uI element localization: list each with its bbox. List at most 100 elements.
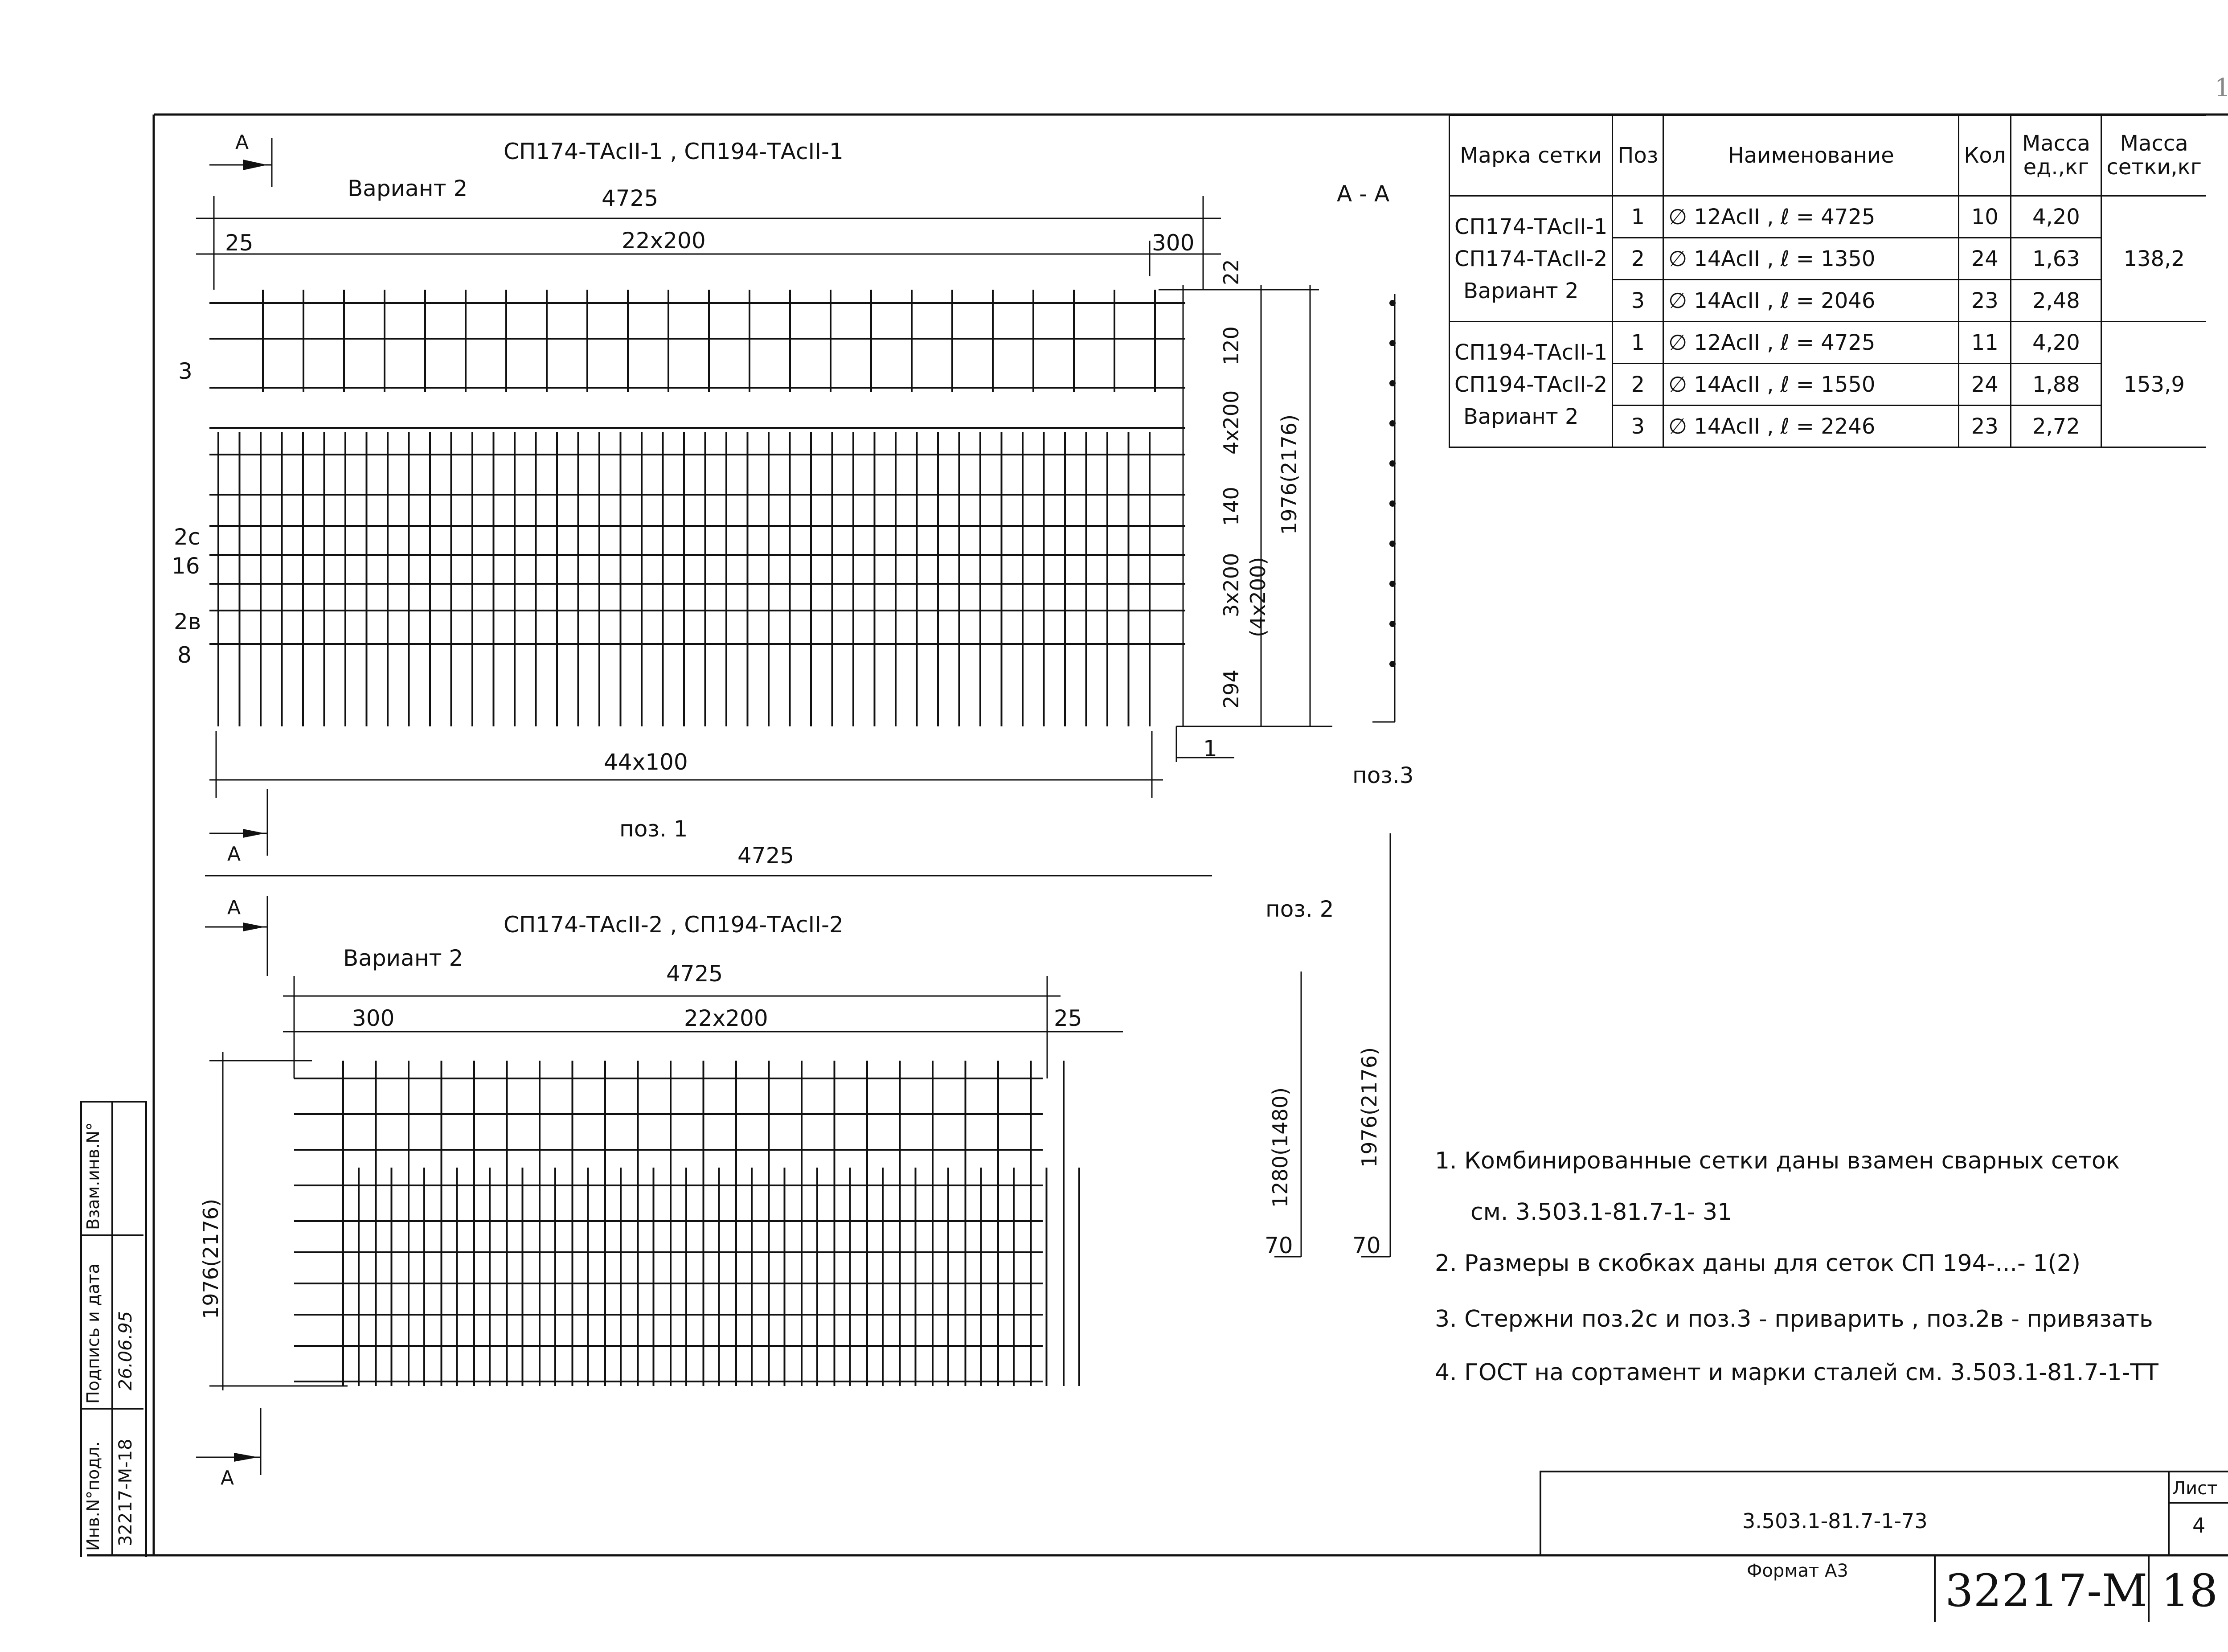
pos2-bar-b-length: 1976(2176) bbox=[1357, 1047, 1381, 1168]
mark-text: СП194-ТАсII-2 bbox=[1454, 372, 1608, 397]
section-bar-dot bbox=[1389, 420, 1396, 426]
mesh2-dim-mid: 22x200 bbox=[684, 1005, 768, 1031]
group2-marks: СП194-ТАсII-1 СП194-ТАсII-2 Вариант 2 bbox=[1448, 321, 1614, 448]
cell-pos: 1 bbox=[1612, 195, 1664, 238]
cell-mass: 2,48 bbox=[2010, 279, 2102, 322]
col-header-mass-unit: Масса ед.,кг bbox=[2010, 115, 2102, 197]
section-bar-dot bbox=[1389, 460, 1396, 467]
cell-qty: 23 bbox=[1958, 405, 2012, 448]
side-stamp-row2 bbox=[80, 1408, 143, 1410]
cell-name: ∅ 14АсII , ℓ = 1550 bbox=[1663, 363, 1960, 406]
cell-qty: 10 bbox=[1958, 195, 2012, 238]
col-header-name: Наименование bbox=[1663, 115, 1960, 197]
mark-text: Вариант 2 bbox=[1463, 404, 1579, 429]
mesh1-pos-label-16: 16 bbox=[172, 553, 200, 579]
mesh2-dim-total: 4725 bbox=[666, 961, 723, 987]
section-marker-a-top: A bbox=[235, 131, 249, 154]
note-2: 2. Размеры в скобках даны для сеток СП 1… bbox=[1435, 1250, 2081, 1277]
pos1-label: поз. 1 bbox=[619, 816, 688, 842]
section-bar-dot bbox=[1389, 380, 1396, 386]
col-header-pos: Поз bbox=[1612, 115, 1664, 197]
pos1-length: 4725 bbox=[737, 843, 795, 869]
mesh2-dim-right: 25 bbox=[1054, 1005, 1082, 1031]
mark-text: Вариант 2 bbox=[1463, 278, 1579, 303]
section-marker-a-bottom: A bbox=[227, 843, 241, 865]
col-header-mass-total: Масса сетки,кг bbox=[2101, 115, 2206, 197]
mesh1-dim-22: 22 bbox=[1219, 259, 1243, 285]
cell-pos: 1 bbox=[1612, 321, 1664, 364]
note-4: 4. ГОСТ на сортамент и марки сталей см. … bbox=[1435, 1359, 2158, 1386]
cell-mass: 2,72 bbox=[2010, 405, 2102, 448]
mesh1-dim-4x200-alt: (4x200) bbox=[1246, 557, 1270, 637]
cell-total: 138,2 bbox=[2101, 195, 2206, 322]
mesh1-dim-total: 4725 bbox=[602, 185, 659, 211]
mesh2-dim-left: 300 bbox=[352, 1005, 395, 1031]
cell-total: 153,9 bbox=[2101, 321, 2206, 448]
view-label-a-a: A - A bbox=[1337, 181, 1390, 207]
table-row: 2 ∅ 14АсII , ℓ = 1550 24 1,88 bbox=[1450, 363, 2206, 406]
section-bar-dot bbox=[1389, 340, 1396, 346]
mesh1-dim-140: 140 bbox=[1219, 487, 1243, 526]
pos2-label: поз. 2 bbox=[1266, 896, 1334, 922]
mesh1-dim-right: 300 bbox=[1152, 230, 1195, 256]
mark-text: СП174-ТАсII-1 bbox=[1454, 214, 1608, 239]
mesh1-dim-120: 120 bbox=[1219, 326, 1243, 365]
mesh2-dim-height: 1976(2176) bbox=[199, 1198, 223, 1319]
mesh1-dim-3x200: 3x200 bbox=[1219, 553, 1243, 617]
pos3-label: поз.3 bbox=[1352, 762, 1414, 788]
cell-name: ∅ 14АсII , ℓ = 2246 bbox=[1663, 405, 1960, 448]
sheet-frame bbox=[87, 113, 2228, 1557]
mark-text: СП174-ТАсII-2 bbox=[1454, 246, 1608, 271]
side-stamp-replace-label: Взам.инв.N° bbox=[83, 1122, 103, 1230]
section-bar-dot bbox=[1389, 581, 1396, 587]
side-stamp-sign-label: Подпись и дата bbox=[83, 1263, 103, 1404]
dimension-lines bbox=[196, 138, 1396, 1475]
mesh1-pos-label-3: 3 bbox=[178, 358, 192, 384]
mesh2-grid bbox=[294, 1061, 1080, 1386]
side-stamp-inv-label: Инв.N°подл. bbox=[83, 1441, 103, 1551]
cell-pos: 3 bbox=[1612, 405, 1664, 448]
format-label: Формат А3 bbox=[1747, 1561, 1848, 1581]
side-stamp-inv-value: 32217-М-18 bbox=[115, 1439, 136, 1546]
archive-number: 32217-М bbox=[1945, 1565, 2148, 1617]
mesh1-dim-height: 1976(2176) bbox=[1277, 414, 1301, 535]
mesh2-title: СП174-ТАсII-2 , СП194-ТАсII-2 bbox=[504, 912, 844, 938]
archive-divider bbox=[2148, 1555, 2150, 1622]
cell-qty: 24 bbox=[1958, 363, 2012, 406]
specification-table: Марка сетки Поз Наименование Кол Масса е… bbox=[1448, 115, 2206, 448]
mesh1-title: СП174-ТАсII-1 , СП194-ТАсII-1 bbox=[504, 139, 844, 164]
section-bar-dot bbox=[1389, 661, 1396, 667]
mesh1-dim-left: 25 bbox=[225, 230, 254, 256]
note-1-ref: см. 3.503.1-81.7-1- 31 bbox=[1470, 1199, 1732, 1226]
col-header-qty: Кол bbox=[1958, 115, 2012, 197]
pos2-bar-b-end: 70 bbox=[1352, 1233, 1381, 1258]
cell-mass: 4,20 bbox=[2010, 321, 2102, 364]
mark-text: СП194-ТАсII-1 bbox=[1454, 340, 1608, 365]
side-stamp bbox=[80, 1101, 147, 1557]
sheet-label: Лист bbox=[2172, 1478, 2218, 1499]
title-block-divider bbox=[2168, 1471, 2170, 1555]
table-row: 3 ∅ 14АсII , ℓ = 2046 23 2,48 bbox=[1450, 279, 2206, 322]
note-1: 1. Комбинированные сетки даны взамен сва… bbox=[1435, 1148, 2120, 1174]
cell-name: ∅ 14АсII , ℓ = 2046 bbox=[1663, 279, 1960, 322]
section-bar-dot bbox=[1389, 621, 1396, 627]
mesh1-pos-label-2v: 2в bbox=[174, 609, 201, 635]
cell-mass: 4,20 bbox=[2010, 195, 2102, 238]
corner-number: 18 bbox=[2215, 74, 2228, 102]
cell-mass: 1,63 bbox=[2010, 237, 2102, 280]
section-bar-dots bbox=[1389, 300, 1396, 667]
table-row: 2 ∅ 14АсII , ℓ = 1350 24 1,63 bbox=[1450, 237, 2206, 280]
cell-mass: 1,88 bbox=[2010, 363, 2102, 406]
section-bar-dot bbox=[1389, 500, 1396, 507]
mesh1-dim-bottom: 44x100 bbox=[604, 749, 688, 775]
mesh1-dim-294: 294 bbox=[1219, 669, 1243, 709]
cell-qty: 23 bbox=[1958, 279, 2012, 322]
side-stamp-sign-value: 26.06.95 bbox=[115, 1311, 136, 1390]
section-marker-a-mesh2-bottom: A bbox=[221, 1467, 234, 1489]
side-stamp-row1 bbox=[80, 1234, 143, 1236]
mesh1-dim-4x200: 4x200 bbox=[1219, 390, 1243, 455]
col-header-mark: Марка сетки bbox=[1448, 115, 1614, 197]
table-row: 3 ∅ 14АсII , ℓ = 2246 23 2,72 bbox=[1450, 405, 2206, 448]
mesh1-grid bbox=[209, 290, 1185, 726]
